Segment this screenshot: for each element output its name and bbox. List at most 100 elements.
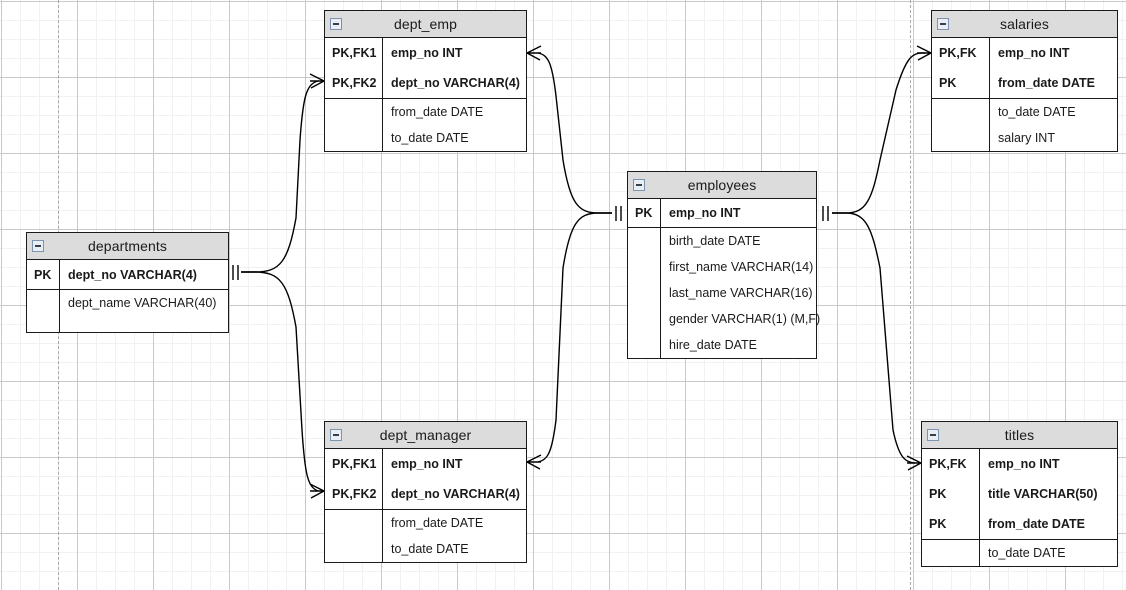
attribute-label: salary INT <box>989 125 1117 151</box>
key-label <box>628 332 660 358</box>
attribute-label: first_name VARCHAR(14) <box>660 254 816 280</box>
attribute-label: emp_no INT <box>660 199 816 227</box>
attribute-label: to_date DATE <box>989 99 1117 125</box>
entity-dept_manager[interactable]: dept_manager PK,FK1 emp_no INT PK,FK2 de… <box>324 421 527 563</box>
entity-row[interactable]: from_date DATE <box>325 99 526 125</box>
entity-row[interactable]: PK,FK emp_no INT <box>932 38 1117 68</box>
attribute-label: from_date DATE <box>382 510 526 536</box>
entity-row[interactable]: first_name VARCHAR(14) <box>628 254 816 280</box>
entity-key-section: PK,FK1 emp_no INT PK,FK2 dept_no VARCHAR… <box>325 449 526 510</box>
key-label <box>325 536 382 562</box>
minus-box-icon[interactable] <box>633 179 645 191</box>
key-label <box>628 280 660 306</box>
entity-row[interactable]: PK,FK2 dept_no VARCHAR(4) <box>325 479 526 509</box>
minus-box-icon[interactable] <box>330 429 342 441</box>
entity-row[interactable]: to_date DATE <box>325 536 526 562</box>
key-label <box>932 125 989 151</box>
connector-departments-dept_manager <box>241 271 325 499</box>
entity-row-spacer <box>27 316 228 332</box>
entity-row[interactable]: dept_name VARCHAR(40) <box>27 290 228 316</box>
entity-row[interactable]: to_date DATE <box>325 125 526 151</box>
entity-attribute-section: to_date DATE <box>922 540 1117 566</box>
entity-attribute-section: from_date DATE to_date DATE <box>325 510 526 562</box>
entity-row[interactable]: gender VARCHAR(1) (M,F) <box>628 306 820 332</box>
entity-row[interactable]: to_date DATE <box>922 540 1117 566</box>
key-label: PK <box>939 76 957 90</box>
minus-box-icon[interactable] <box>927 429 939 441</box>
entity-dept_emp[interactable]: dept_emp PK,FK1 emp_no INT PK,FK2 dept_n… <box>324 10 527 152</box>
entity-row[interactable]: PK,FK2 dept_no VARCHAR(4) <box>325 68 526 98</box>
entity-attribute-section: birth_date DATE first_name VARCHAR(14) l… <box>628 228 820 358</box>
attribute-label: last_name VARCHAR(16) <box>660 280 816 306</box>
page-break-line-vertical-2 <box>910 0 911 590</box>
entity-header-dept_manager[interactable]: dept_manager <box>325 422 526 449</box>
entity-row[interactable]: PK from_date DATE <box>922 509 1117 539</box>
entity-row[interactable]: to_date DATE <box>932 99 1117 125</box>
entity-titles[interactable]: titles PK,FK emp_no INT PK title VARCHAR… <box>921 421 1118 567</box>
key-label <box>27 290 59 316</box>
attribute-label: gender VARCHAR(1) (M,F) <box>660 306 820 332</box>
key-label <box>325 125 382 151</box>
key-label: PK,FK2 <box>332 487 377 501</box>
attribute-label: dept_no VARCHAR(4) <box>382 68 526 98</box>
entity-row[interactable]: PK emp_no INT <box>628 199 816 227</box>
minus-box-icon[interactable] <box>32 240 44 252</box>
key-label: PK,FK <box>929 457 967 471</box>
key-label: PK <box>34 267 52 282</box>
attribute-label: hire_date DATE <box>660 332 816 358</box>
entity-row[interactable]: PK,FK emp_no INT <box>922 449 1117 479</box>
entity-title: dept_manager <box>379 427 472 443</box>
entity-row[interactable]: PK from_date DATE <box>932 68 1117 98</box>
entity-row[interactable]: PK,FK1 emp_no INT <box>325 449 526 479</box>
entity-title: dept_emp <box>393 16 458 32</box>
entity-key-section: PK,FK emp_no INT PK title VARCHAR(50) PK… <box>922 449 1117 540</box>
attribute-label: dept_name VARCHAR(40) <box>59 290 228 316</box>
entity-attribute-section: dept_name VARCHAR(40) <box>27 290 228 332</box>
entity-row[interactable]: PK dept_no VARCHAR(4) <box>27 260 228 289</box>
key-label: PK,FK1 <box>332 457 377 471</box>
key-label: PK <box>635 206 653 220</box>
connector-employees-salaries <box>822 45 932 221</box>
attribute-label: emp_no INT <box>979 449 1117 479</box>
attribute-label-empty <box>59 316 228 332</box>
attribute-label: to_date DATE <box>979 540 1117 566</box>
entity-header-salaries[interactable]: salaries <box>932 11 1117 38</box>
key-label: PK <box>929 487 947 501</box>
entity-header-dept_emp[interactable]: dept_emp <box>325 11 526 38</box>
attribute-label: title VARCHAR(50) <box>979 479 1117 509</box>
connector-departments-dept_emp <box>232 73 325 280</box>
entity-employees[interactable]: employees PK emp_no INT birth_date DATE … <box>627 171 820 359</box>
key-label <box>325 510 382 536</box>
key-label: PK <box>929 517 947 531</box>
entity-header-titles[interactable]: titles <box>922 422 1117 449</box>
entity-key-section: PK,FK1 emp_no INT PK,FK2 dept_no VARCHAR… <box>325 38 526 99</box>
entity-row[interactable]: PK title VARCHAR(50) <box>922 479 1117 509</box>
attribute-label: emp_no INT <box>382 449 526 479</box>
key-label <box>325 99 382 125</box>
minus-box-icon[interactable] <box>330 18 342 30</box>
entity-departments[interactable]: departments PK dept_no VARCHAR(4) dept_n… <box>26 232 229 333</box>
entity-row[interactable]: last_name VARCHAR(16) <box>628 280 816 306</box>
key-label: PK,FK2 <box>332 76 377 90</box>
key-label: PK,FK <box>939 46 977 60</box>
entity-row[interactable]: from_date DATE <box>325 510 526 536</box>
attribute-label: from_date DATE <box>989 68 1117 98</box>
attribute-label: dept_no VARCHAR(4) <box>382 479 526 509</box>
entity-key-section: PK,FK emp_no INT PK from_date DATE <box>932 38 1117 99</box>
attribute-label: from_date DATE <box>979 509 1117 539</box>
minus-box-icon[interactable] <box>937 18 949 30</box>
entity-title: salaries <box>999 16 1050 32</box>
key-label <box>628 306 660 332</box>
entity-row[interactable]: salary INT <box>932 125 1117 151</box>
entity-attribute-section: to_date DATE salary INT <box>932 99 1117 151</box>
entity-row[interactable]: birth_date DATE <box>628 228 816 254</box>
entity-header-departments[interactable]: departments <box>27 233 228 260</box>
entity-salaries[interactable]: salaries PK,FK emp_no INT PK from_date D… <box>931 10 1118 152</box>
key-label <box>628 254 660 280</box>
entity-row[interactable]: PK,FK1 emp_no INT <box>325 38 526 68</box>
attribute-label: emp_no INT <box>989 38 1117 68</box>
entity-header-employees[interactable]: employees <box>628 172 816 199</box>
key-label <box>922 540 979 566</box>
entity-row[interactable]: hire_date DATE <box>628 332 816 358</box>
